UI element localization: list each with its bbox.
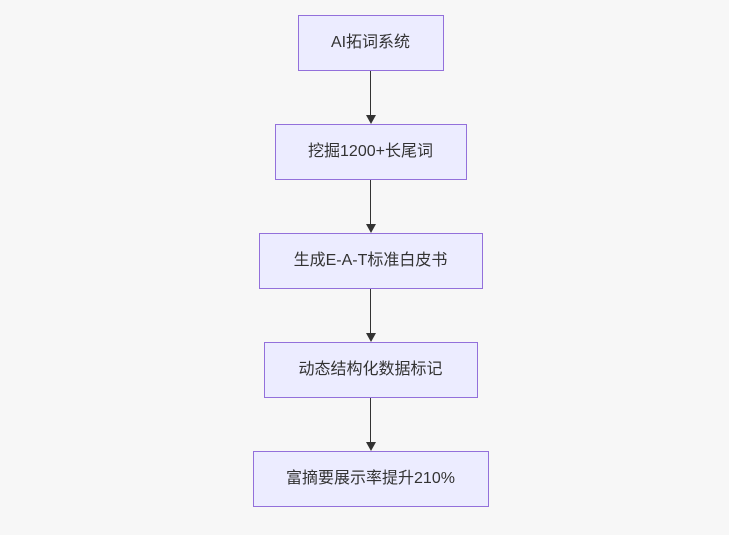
- flow-edge-4: [365, 398, 376, 451]
- flow-node-structured-data-markup: 动态结构化数据标记: [263, 342, 478, 398]
- flowchart-column: AI拓词系统 挖掘1200+长尾词 生成E-A-T标准白皮书 动态结构化数据标记: [252, 15, 489, 507]
- arrow-head-icon: [365, 224, 376, 233]
- arrow-head-icon: [365, 333, 376, 342]
- flow-edge-3: [365, 289, 376, 342]
- flow-node-rich-snippet-result: 富摘要展示率提升210%: [252, 451, 489, 507]
- arrow-line: [369, 398, 372, 442]
- arrow-head-icon: [365, 442, 376, 451]
- flow-node-eat-whitepaper: 生成E-A-T标准白皮书: [258, 233, 483, 289]
- flow-node-label: 生成E-A-T标准白皮书: [293, 252, 448, 269]
- flow-edge-1: [365, 71, 376, 124]
- arrow-line: [369, 71, 372, 115]
- flow-node-label: 挖掘1200+长尾词: [308, 143, 433, 160]
- arrow-line: [369, 180, 372, 224]
- flow-node-label: 富摘要展示率提升210%: [286, 470, 455, 487]
- arrow-line: [369, 289, 372, 333]
- flow-node-label: 动态结构化数据标记: [298, 361, 443, 378]
- flow-node-ai-word-system: AI拓词系统: [297, 15, 444, 71]
- flow-node-label: AI拓词系统: [330, 34, 411, 51]
- arrow-head-icon: [365, 115, 376, 124]
- flow-node-longtail-mining: 挖掘1200+长尾词: [274, 124, 467, 180]
- flow-edge-2: [365, 180, 376, 233]
